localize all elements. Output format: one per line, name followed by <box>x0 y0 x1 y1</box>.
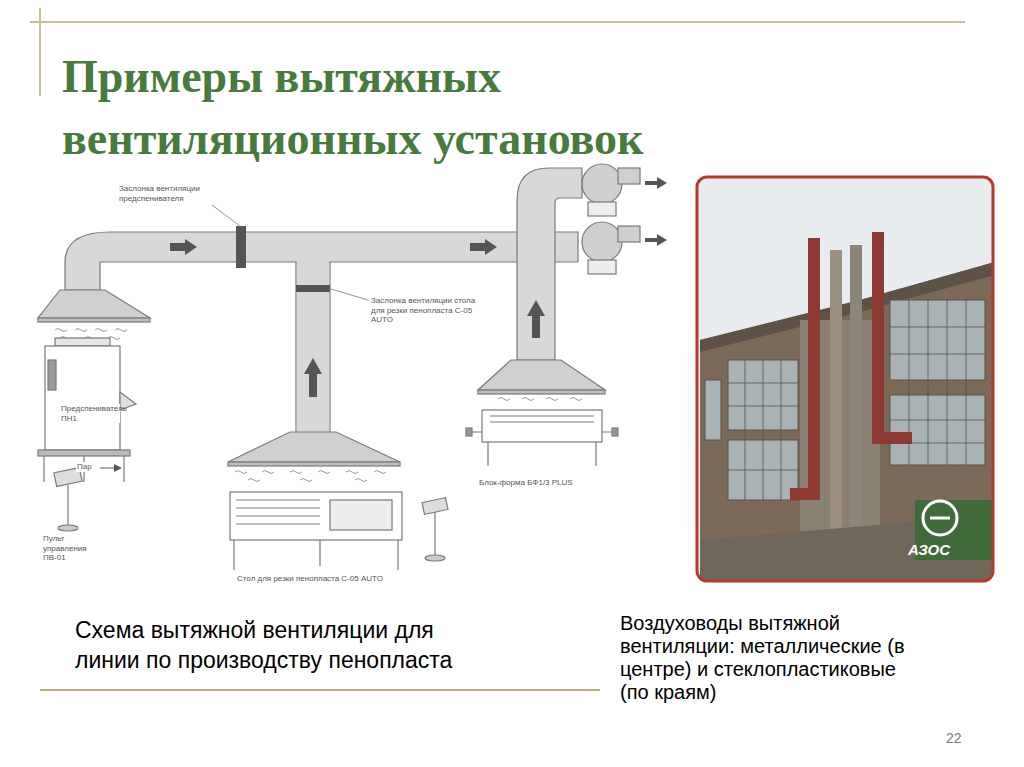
photo-caption: Воздуховоды вытяжной вентиляции: металли… <box>620 612 920 704</box>
photo-illustration <box>697 177 993 581</box>
frame-line <box>40 689 600 691</box>
equipment-label: Пар <box>76 462 100 472</box>
frame-line <box>30 21 965 23</box>
figure-caption: Схема вытяжной вентиляции для линии по п… <box>75 616 495 676</box>
logo-text: АЗОС <box>908 541 988 559</box>
equipment-label: Предспениватель ПН1 <box>60 404 120 423</box>
equipment-label: Пульт управления ПВ-01 <box>42 534 106 563</box>
frame-line <box>39 8 41 96</box>
duct-schematic <box>38 164 667 570</box>
callout-label: Заслонка вентиляции предспенивателя <box>118 184 215 203</box>
equipment-label: Блок-форма БФ1/3 PLUS <box>478 478 600 488</box>
callout-label: Заслонка вентиляции стола для резки пено… <box>370 296 487 325</box>
slide-title: Примеры вытяжных вентиляционных установо… <box>62 46 762 170</box>
leader-line <box>212 205 240 226</box>
photo-frame <box>697 177 993 581</box>
page-number: 22 <box>946 730 986 747</box>
equipment-label: Стол для резки пенопласта С-05 AUTO <box>236 574 418 584</box>
leader-line <box>331 289 368 300</box>
